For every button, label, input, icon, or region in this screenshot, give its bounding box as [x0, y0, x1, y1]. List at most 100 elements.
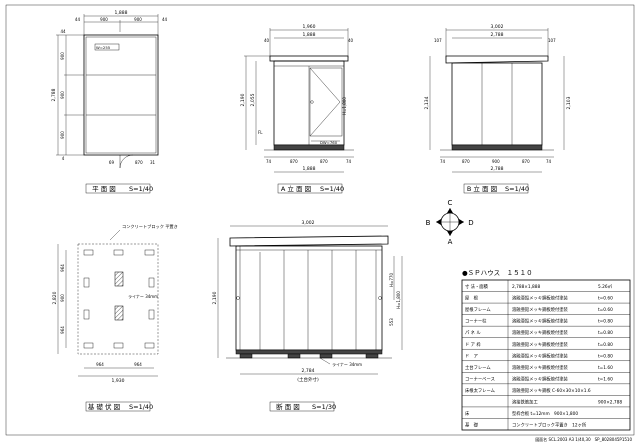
spec-row-extra: t=1.60 [598, 376, 613, 382]
front-title: A 立 面 図 [281, 184, 311, 193]
direction-compass: C B D A [426, 199, 474, 246]
spec-row-extra: 5.26㎡ [598, 283, 613, 290]
section-scale: S=1/30 [312, 403, 336, 411]
foundation-dim-left-0: 964 [60, 264, 65, 272]
spec-row-value: 溶接鉄筋加工 [512, 398, 538, 405]
foundation-dim-bottom-2: 1,930 [112, 378, 125, 384]
plan-dim-top-4: 44 [162, 17, 168, 22]
front-dim-top-0: 1,960 [303, 24, 316, 30]
compass-north: C [448, 199, 453, 207]
plan-door-label: W=255 [96, 45, 111, 50]
spec-row-label: パ ネ ル [465, 330, 481, 336]
plan-scale: S=1/40 [129, 185, 153, 193]
foundation-block [83, 249, 94, 256]
foundation-block [83, 309, 90, 320]
front-dim-left-1: 2,055 [250, 93, 256, 106]
side-dim-bottom-5: 2,788 [491, 166, 504, 172]
foundation-plan: コンクリートブロック 平置き ライナー 34mm 964 900 964 2,8… [52, 223, 178, 412]
front-dim-left-2: FL [258, 130, 263, 135]
side-title: B 立 面 図 [467, 184, 497, 193]
front-dim-bottom-1: 870 [290, 159, 298, 164]
front-dim-bottom-2: 870 [320, 159, 328, 164]
front-dim-bottom-4: 1,888 [303, 166, 316, 172]
side-dim-top-3: 107 [548, 38, 556, 43]
spec-row-label: コーナー柱 [465, 318, 487, 325]
spec-row-label: 床 [465, 410, 470, 417]
section-dim-top-0: 3,002 [302, 220, 315, 226]
foundation-dim-bottom-1: 964 [134, 362, 142, 367]
front-scale: S=1/40 [320, 185, 344, 193]
foundation-scale: S=1/40 [129, 403, 153, 411]
plan-door-swing [119, 154, 134, 169]
foundation-dim-left-2: 964 [60, 326, 65, 334]
foundation-block [144, 342, 155, 349]
foundation-dim-left-1: 900 [60, 294, 65, 302]
plan-dim-bottom-0: 69 [109, 160, 115, 165]
spec-row-value: 溶融亜鉛メッキ鋼板焼付塗装 [512, 329, 569, 336]
compass-west: B [426, 219, 431, 227]
spec-row-label: 土台フレーム [465, 364, 491, 371]
spec-row-label: ド ア 枠 [465, 341, 481, 348]
side-dim-bottom-2: 900 [492, 159, 500, 164]
front-dim-top-2: 40 [264, 38, 270, 43]
plan-dim-top-0: 1,888 [115, 10, 128, 16]
section-dim-left-0: 2,190 [212, 291, 218, 304]
plan-title: 平 面 図 [92, 185, 116, 193]
side-dim-bottom-3: 870 [522, 159, 530, 164]
side-dim-top-1: 2,788 [491, 32, 504, 38]
side-dim-right-0: 2,103 [566, 96, 572, 109]
foundation-block-hatched [114, 271, 124, 287]
foundation-dim-bottom-0: 964 [96, 362, 104, 367]
spec-row-label: 床根太フレーム [465, 387, 496, 394]
foundation-block [83, 342, 94, 349]
front-dim-bottom-0: 74 [266, 159, 272, 164]
section-dim-bottom-0: 2,784 [302, 368, 315, 374]
front-dim-left-0: 2,190 [240, 93, 246, 106]
section-dim-bottom-1: (土台外寸) [297, 376, 319, 383]
foundation-title: 基 礎 伏 図 [88, 402, 120, 411]
side-dim-top-2: 107 [434, 38, 442, 43]
foundation-block [148, 277, 155, 288]
side-dim-top-0: 3,002 [491, 24, 504, 30]
side-dim-left-0: 2,134 [424, 96, 430, 109]
side-dim-bottom-4: 74 [546, 159, 552, 164]
spec-row-label: ド ア [465, 353, 478, 359]
spec-row-value: 型枠合板 t=12mm 900×1,800 [512, 410, 578, 417]
spec-row-value: 溶融亜鉛メッキ鋼板焼付塗装 [512, 375, 569, 382]
sheet-border [5, 4, 635, 436]
side-dim-bottom-0: 74 [440, 159, 446, 164]
spec-row-label: 屋 根 [465, 295, 479, 302]
foundation-block [113, 342, 124, 349]
plan-dim-top-1: 900 [100, 17, 108, 22]
footer-ref: 図面名 SCL.2003 A3 1/40,30 SP_8028045P1510 [535, 436, 632, 442]
foundation-block-hatched [114, 305, 124, 321]
section-view: 3,002 2,190 H=770 H=1,800 553 2,784 (土台外… [212, 220, 403, 412]
section-dim-right-0: H=770 [389, 273, 394, 287]
section-body [235, 245, 383, 351]
spec-title: ●ＳＰハウス １５１０ [462, 269, 533, 277]
spec-row-value: 2,788×1,888 [512, 284, 540, 290]
compass-south: A [448, 238, 453, 246]
spec-row-value: 溶融亜鉛メッキ鋼板焼付塗装 [512, 306, 569, 313]
plan-dim-bottom-2: 31 [150, 160, 156, 165]
plan-dim-top-3: 44 [75, 17, 81, 22]
front-dim-bottom-3: 74 [346, 159, 352, 164]
compass-east: D [468, 219, 473, 227]
plan-dim-left-5: 4 [62, 156, 65, 161]
spec-row-extra: t=0.80 [598, 342, 613, 348]
section-dim-right-2: 553 [389, 318, 394, 326]
plan-outline [83, 34, 159, 156]
foundation-dim-left-3: 2,820 [52, 291, 58, 304]
front-door-width: DW=760 [320, 140, 338, 145]
side-dim-bottom-1: 870 [462, 159, 470, 164]
section-liner-note: ライナー 34mm [332, 361, 362, 367]
spec-row-label: 基 礎 [465, 422, 479, 429]
spec-row-value: 溶融亜鉛メッキ鋼板焼付塗装 [512, 341, 569, 348]
spec-row-extra: t=0.80 [598, 319, 613, 325]
plan-dim-left-0: 2,788 [51, 88, 57, 101]
spec-row-value: 溶融亜鉛メッキ鋼板 C-60×30×10×1.6 [512, 387, 591, 394]
spec-row-value: 溶融亜鉛メッキ鋼板焼付塗装 [512, 295, 569, 302]
front-dim-top-1: 1,888 [303, 32, 316, 38]
